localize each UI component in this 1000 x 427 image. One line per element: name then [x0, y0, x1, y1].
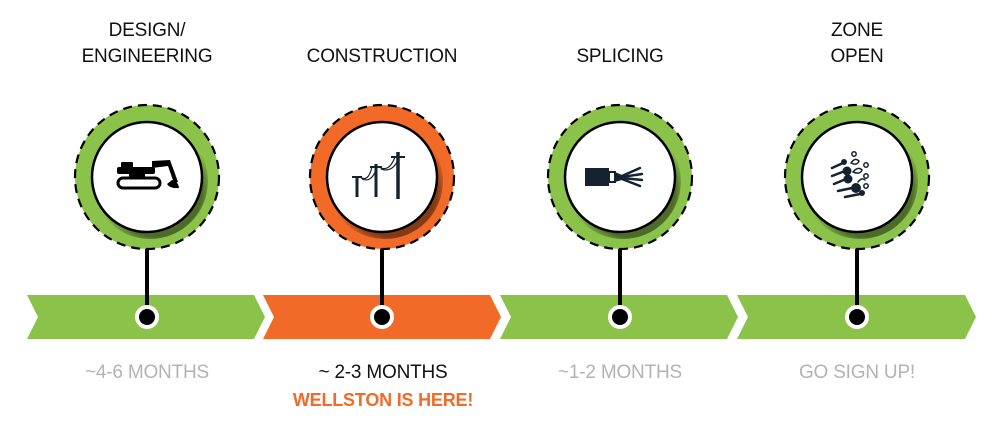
stage-marker-construction — [308, 103, 456, 329]
sign-up-link[interactable]: GO SIGN UP! — [798, 362, 916, 383]
stage-title-line2: SPLICING — [576, 46, 664, 67]
current-location-note: WELLSTON IS HERE! — [292, 390, 474, 410]
stage-title-design: DESIGN/ ENGINEERING — [37, 18, 257, 70]
duration-design: ~4-6 MONTHS — [85, 362, 209, 383]
stage-title-line2: CONSTRUCTION — [306, 46, 458, 67]
stage-title-line2: OPEN — [830, 46, 884, 67]
stage-title-line1: DESIGN/ — [108, 20, 186, 41]
stage-marker-splicing — [546, 103, 694, 329]
duration-splicing: ~1-2 MONTHS — [558, 362, 682, 383]
stage-title-construction: CONSTRUCTION — [272, 18, 492, 70]
stage-marker-zone-open — [783, 103, 931, 329]
stage-title-zone-open: ZONE OPEN — [747, 18, 967, 70]
duration-construction: ~ 2-3 MONTHS — [318, 362, 448, 383]
network-nodes-icon — [830, 151, 869, 199]
stage-title-line1: ZONE — [831, 20, 883, 41]
fiber-cable-icon — [585, 166, 644, 188]
power-lines-icon — [352, 152, 405, 199]
stage-marker-design — [73, 103, 221, 329]
stage-title-line2: ENGINEERING — [81, 46, 213, 67]
excavator-icon — [116, 160, 179, 190]
stage-title-splicing: SPLICING — [510, 18, 730, 70]
